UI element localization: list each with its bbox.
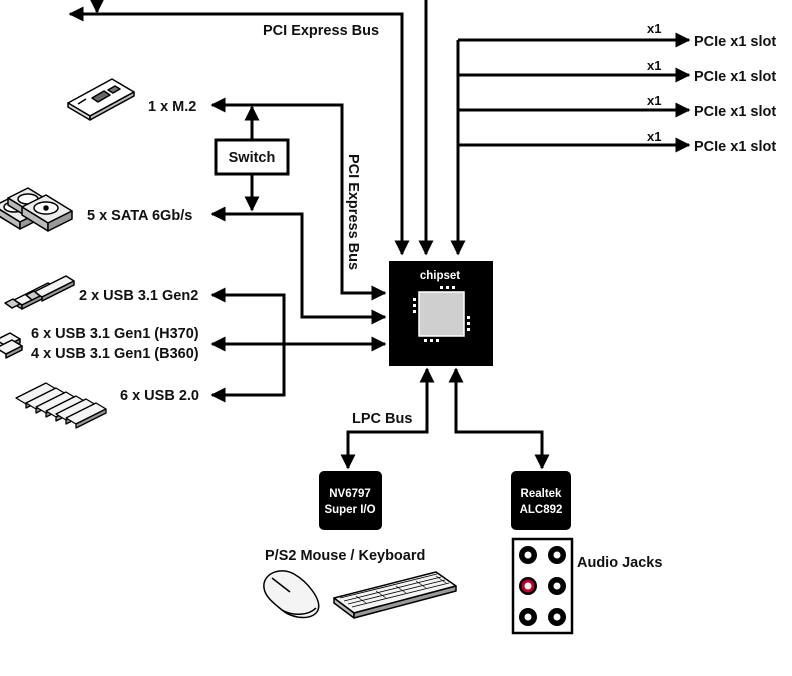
usb-stick-icon bbox=[4, 275, 75, 310]
ps2-label: P/S2 Mouse / Keyboard bbox=[265, 548, 425, 564]
usb31-gen1-h370-label: 6 x USB 3.1 Gen1 (H370) bbox=[31, 326, 199, 342]
mouse-icon bbox=[263, 570, 320, 619]
lpc-bus-label: LPC Bus bbox=[352, 411, 412, 427]
superio-block bbox=[319, 471, 382, 530]
audio-jacks-label: Audio Jacks bbox=[577, 555, 662, 571]
pcie-slot-4-label: PCIe x1 slot bbox=[694, 139, 776, 155]
audio-link-line bbox=[448, 367, 550, 470]
switch-box bbox=[214, 138, 290, 176]
lpc-bus-line bbox=[340, 367, 435, 470]
chipset-die bbox=[418, 291, 465, 337]
audio-codec-label-line1: Realtek bbox=[521, 488, 563, 500]
superio-label-line2: Super I/O bbox=[324, 504, 375, 516]
chipset-label: chipset bbox=[420, 270, 460, 282]
usb-gen2-usb20-line bbox=[210, 287, 286, 403]
chipset-pins bbox=[413, 286, 470, 342]
usb-stick-icon bbox=[15, 382, 107, 429]
pci-express-bus-vertical-label: PCI Express Bus bbox=[345, 154, 361, 270]
sata-line bbox=[210, 206, 387, 325]
superio-label-line1: NV6797 bbox=[329, 488, 371, 500]
audio-codec-label-line2: ALC892 bbox=[520, 504, 563, 516]
audio-jack-panel-icon bbox=[511, 537, 574, 635]
pcie-slot-2-label: PCIe x1 slot bbox=[694, 69, 776, 85]
usb20-label: 6 x USB 2.0 bbox=[120, 388, 199, 404]
lane-width-4: x1 bbox=[647, 129, 661, 144]
keyboard-icon bbox=[333, 571, 457, 619]
pci-express-bus-top-line bbox=[68, 6, 410, 256]
lane-width-2: x1 bbox=[647, 58, 661, 73]
usb31-gen1-b360-label: 4 x USB 3.1 Gen1 (B360) bbox=[31, 346, 199, 362]
pci-express-bus-top-label: PCI Express Bus bbox=[263, 23, 379, 39]
sata-label: 5 x SATA 6Gb/s bbox=[87, 208, 192, 224]
lane-width-1: x1 bbox=[647, 21, 661, 36]
m2-label: 1 x M.2 bbox=[148, 99, 196, 115]
audio-codec-block bbox=[511, 471, 571, 530]
pcie-slot-3-label: PCIe x1 slot bbox=[694, 104, 776, 120]
m2-card-icon bbox=[67, 78, 135, 121]
switch-label: Switch bbox=[229, 150, 276, 166]
usb-stick-icon bbox=[0, 332, 23, 359]
lane-width-3: x1 bbox=[647, 93, 661, 108]
hard-drive-stack-icon bbox=[0, 187, 73, 232]
usb31-gen2-label: 2 x USB 3.1 Gen2 bbox=[79, 288, 198, 304]
pcie-slot-1-label: PCIe x1 slot bbox=[694, 34, 776, 50]
